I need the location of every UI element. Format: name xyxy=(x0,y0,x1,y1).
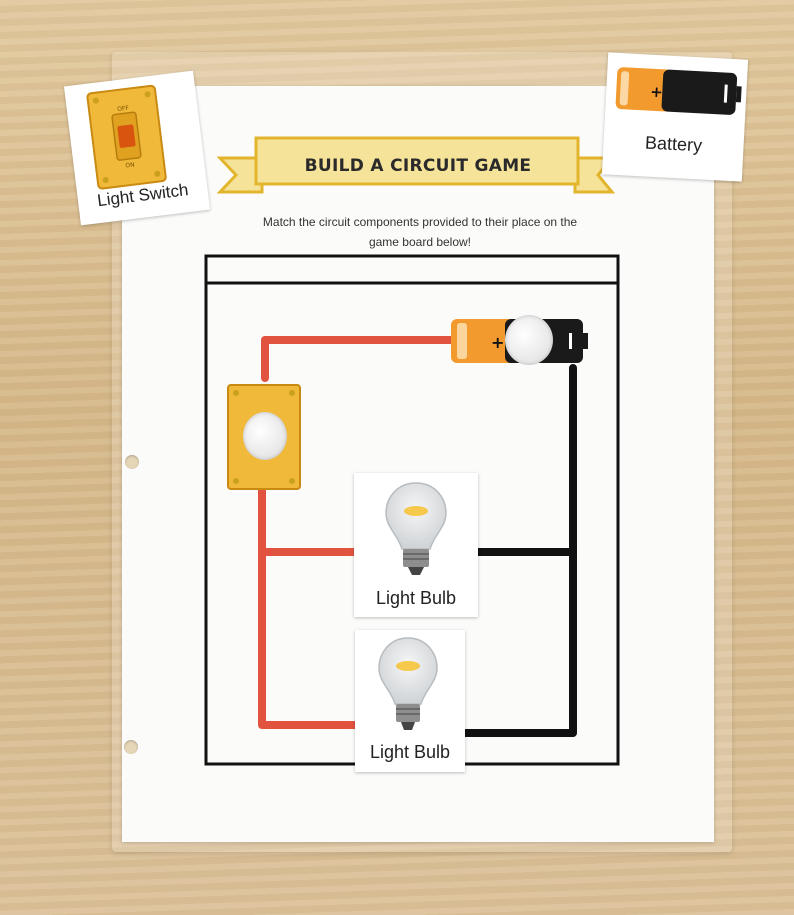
worksheet-instructions: Match the circuit components provided to… xyxy=(215,212,625,252)
switch-on-label: ON xyxy=(125,161,135,169)
screw xyxy=(233,390,239,396)
svg-text:+: + xyxy=(491,333,504,352)
punch-hole xyxy=(125,455,139,469)
light-bulb-card-bottom[interactable]: Light Bulb xyxy=(355,630,465,772)
light-switch-card[interactable]: OFF ON Light Switch xyxy=(63,70,211,226)
battery-plus-sign: + xyxy=(650,83,664,102)
light-bulb-icon xyxy=(378,637,438,730)
instructions-line-2: game board below! xyxy=(368,235,472,249)
screw xyxy=(289,390,295,396)
red-wire xyxy=(258,336,459,729)
velcro-dot xyxy=(505,315,553,365)
battery-card[interactable]: + Battery xyxy=(601,52,749,182)
battery-icon: + xyxy=(615,67,742,115)
light-bulb-label: Light Bulb xyxy=(369,742,451,762)
worksheet-title: BUILD A CIRCUIT GAME xyxy=(304,156,532,176)
light-switch-icon: OFF ON xyxy=(86,84,167,190)
punch-hole xyxy=(124,740,138,754)
title-banner xyxy=(254,136,580,186)
switch-off-label: OFF xyxy=(117,105,130,113)
black-wire xyxy=(461,364,577,737)
instructions-line-1: Match the circuit components provided to… xyxy=(262,215,578,229)
light-bulb-label: Light Bulb xyxy=(375,588,457,608)
light-bulb-card-top[interactable]: Light Bulb xyxy=(354,473,478,617)
screw xyxy=(289,478,295,484)
velcro-dot xyxy=(243,412,287,460)
light-bulb-icon xyxy=(385,482,447,575)
screw xyxy=(233,478,239,484)
